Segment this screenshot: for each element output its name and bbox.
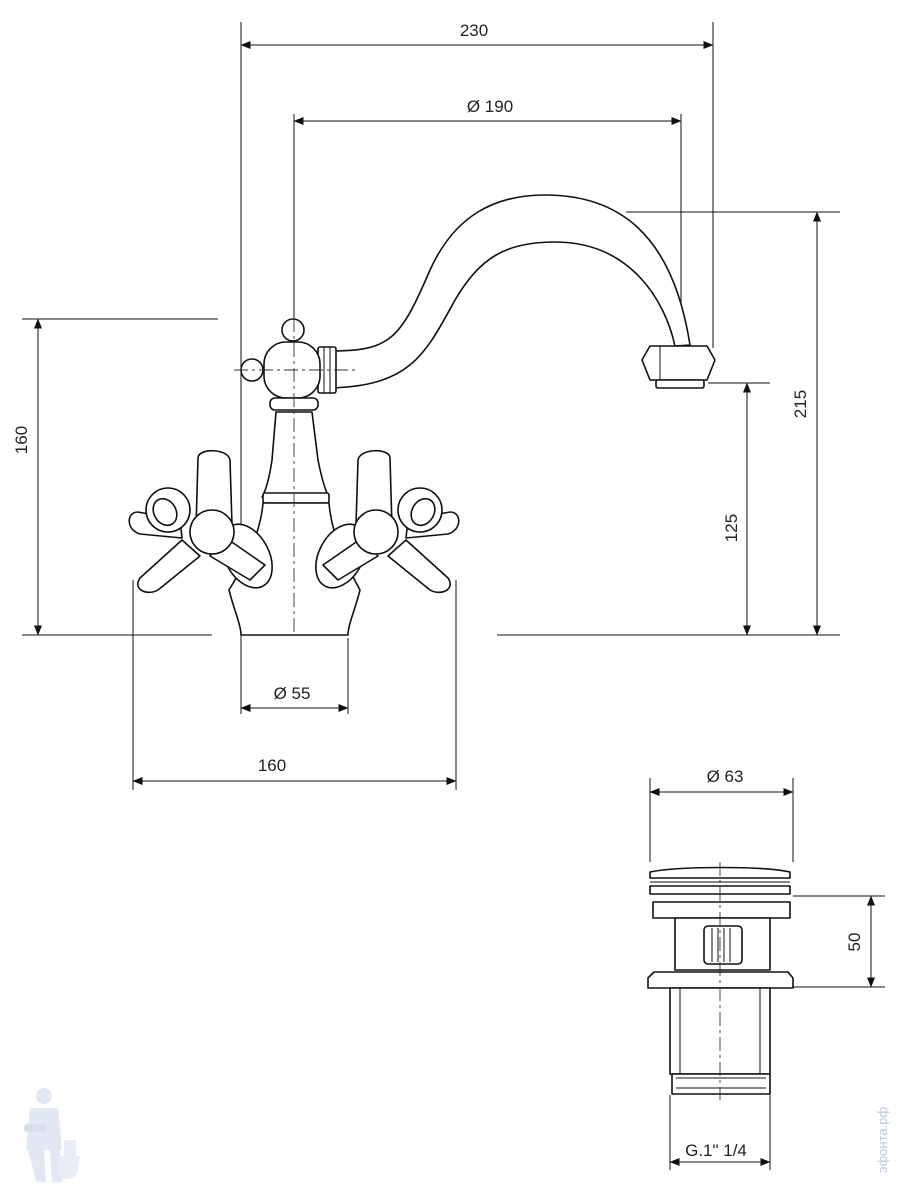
dim-body-height: 160 xyxy=(12,426,31,454)
dimension-labels: 230 Ø 190 Ø 55 160 Ø 63 G.1" 1/4 215 125… xyxy=(12,21,864,1160)
dim-handle-span: 160 xyxy=(258,756,286,775)
left-cross-handle xyxy=(128,449,273,594)
dim-drain-diameter: Ø 63 xyxy=(707,767,744,786)
aerator xyxy=(641,345,716,381)
dim-drain-height: 50 xyxy=(845,933,864,952)
watermark-text: эфонта.рф xyxy=(875,1107,890,1174)
right-cross-handle xyxy=(315,449,460,594)
extension-lines xyxy=(22,22,885,1170)
dim-base-diameter: Ø 55 xyxy=(274,684,311,703)
plumber-logo xyxy=(24,1088,80,1182)
faucet-drawing xyxy=(128,194,716,636)
dim-spout-height: 125 xyxy=(722,514,741,542)
dim-spout-reach: Ø 190 xyxy=(467,97,513,116)
dim-total-height: 215 xyxy=(791,390,810,418)
body-column xyxy=(261,411,330,498)
drain-nut xyxy=(647,971,794,989)
dim-drain-thread: G.1" 1/4 xyxy=(685,1141,747,1160)
dimension-lines xyxy=(34,41,875,1166)
drain-drawing xyxy=(647,862,794,1100)
spout xyxy=(329,194,691,389)
dim-overall-width: 230 xyxy=(460,21,488,40)
